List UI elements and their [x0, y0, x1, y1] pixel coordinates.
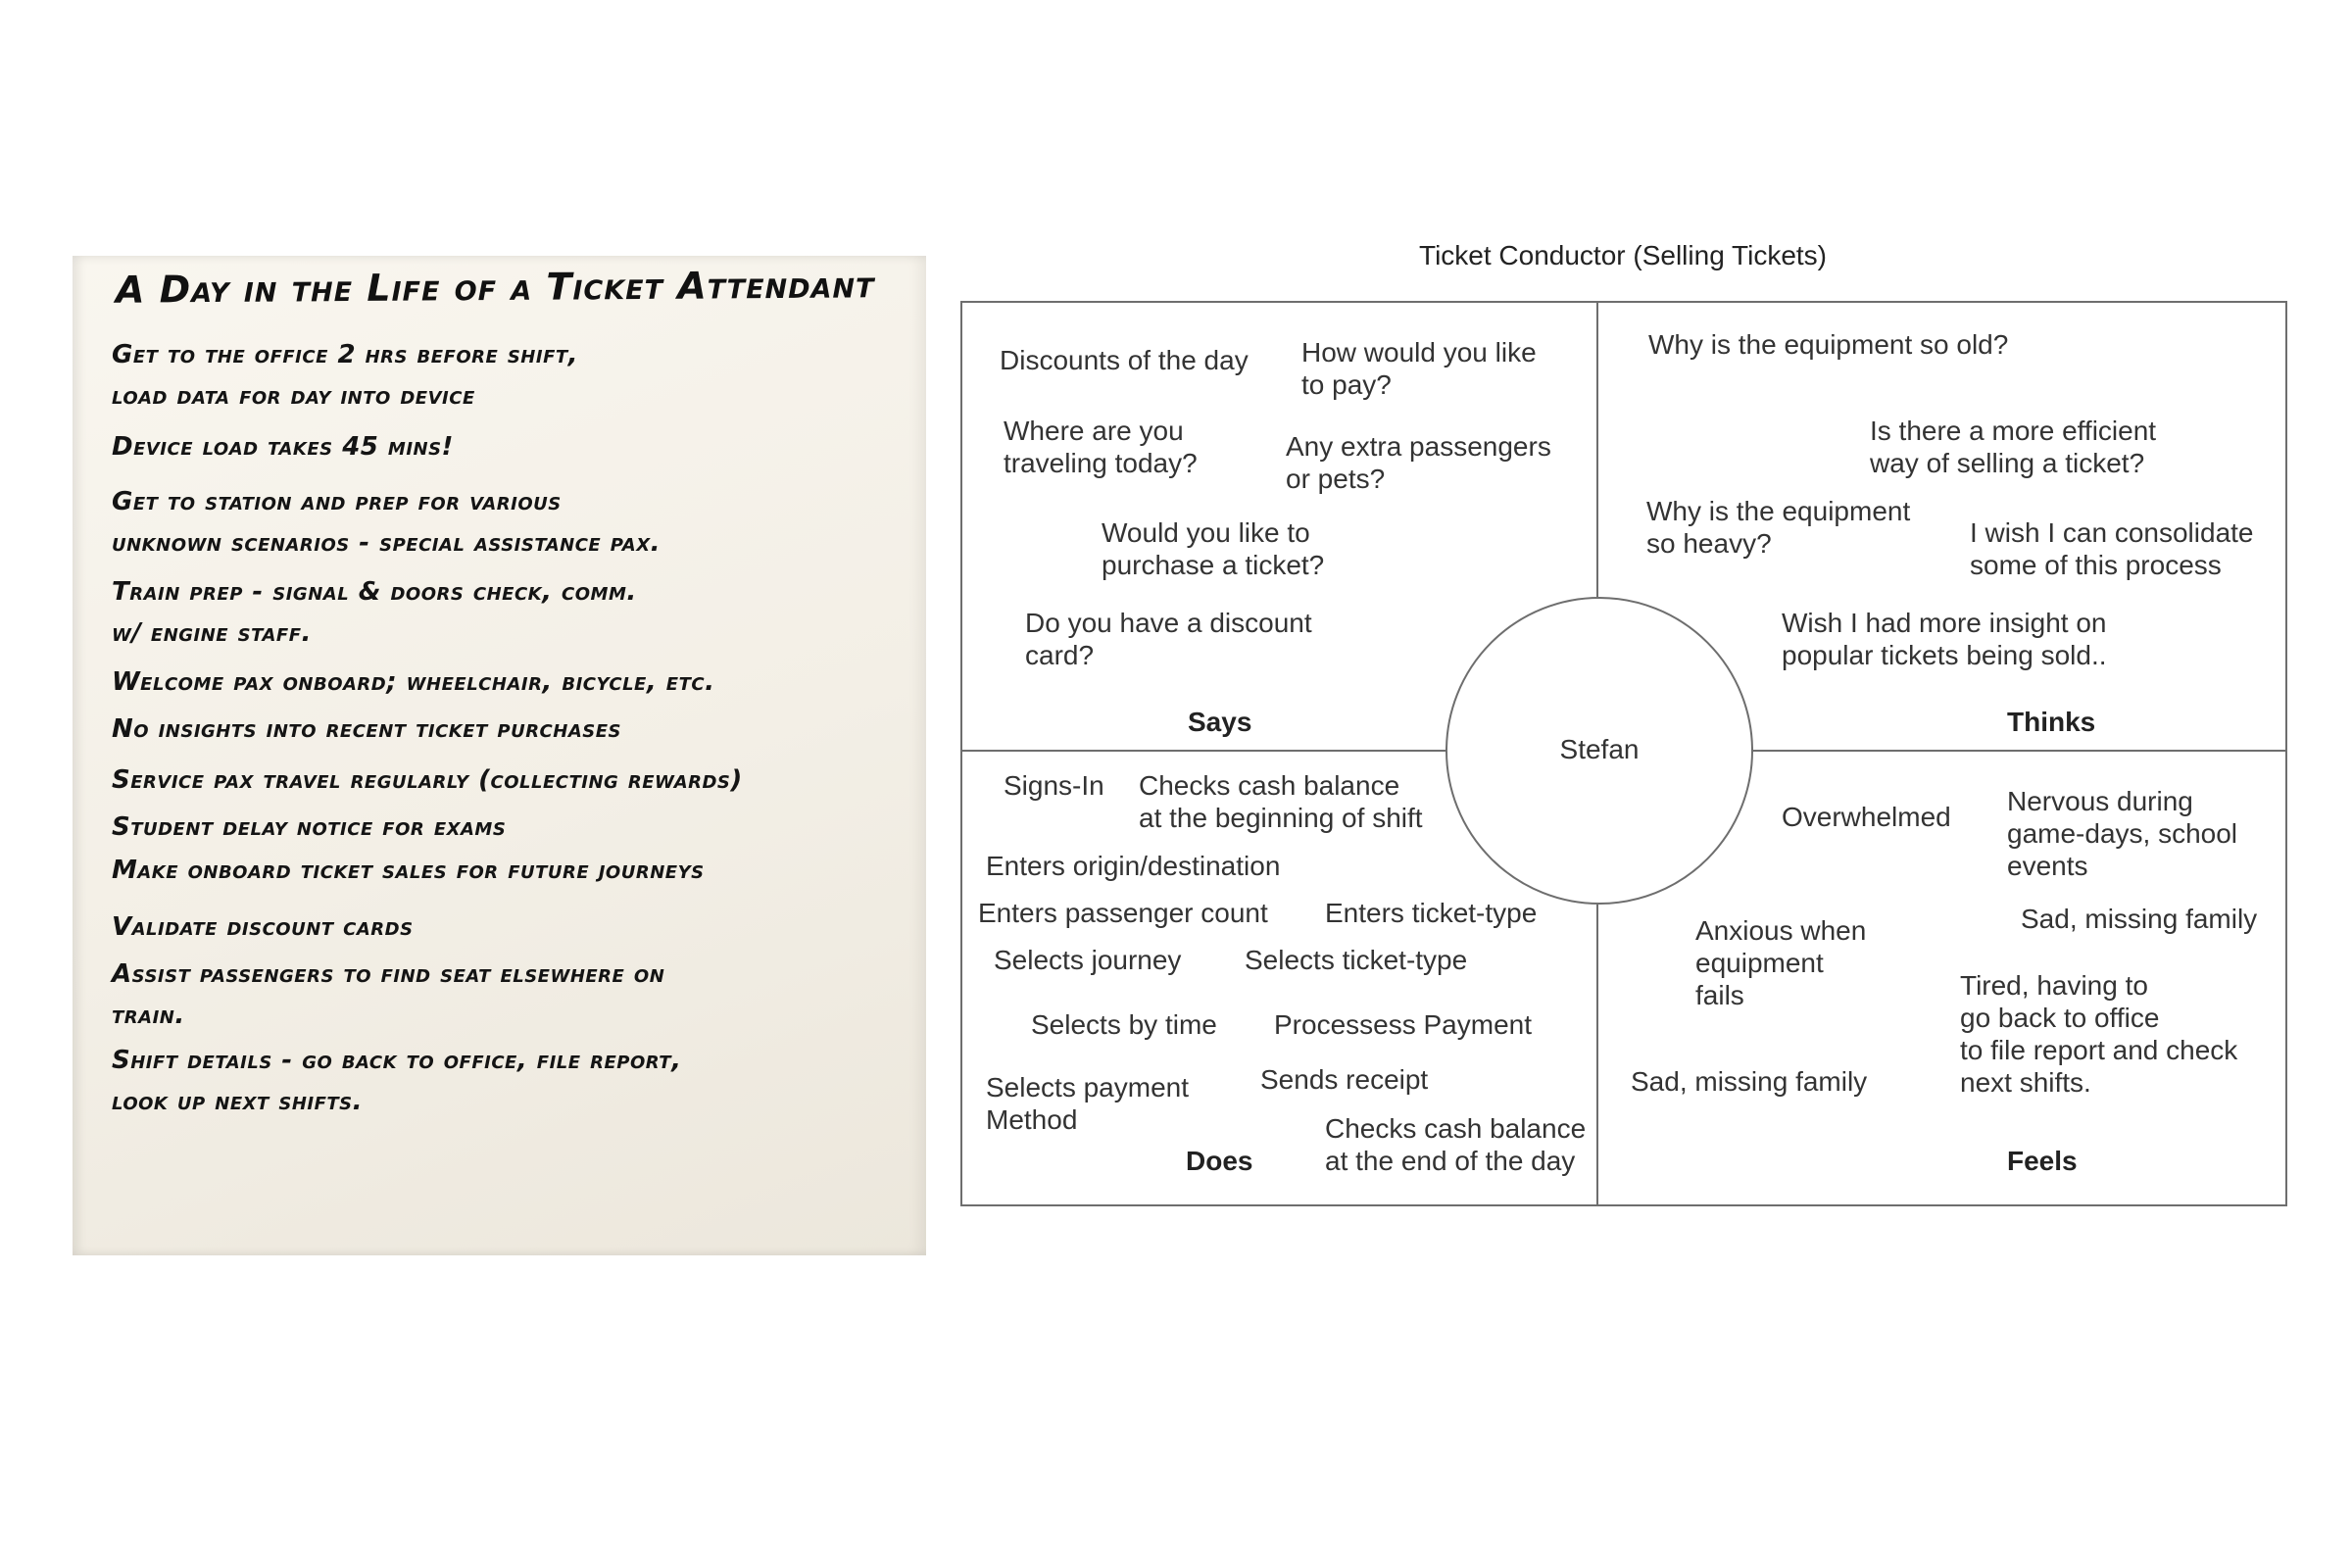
feels-note: Overwhelmed — [1782, 802, 1951, 832]
thinks-label: Thinks — [2007, 707, 2096, 737]
thinks-note: I wish I can consolidate some of this pr… — [1970, 517, 2254, 580]
says-note: Where are you traveling today? — [1004, 416, 1198, 478]
note-line: Validate discount cards — [112, 912, 414, 942]
notes-title: A Day in the Life of a Ticket Attendant — [115, 263, 875, 312]
says-note: Do you have a discount card? — [1025, 608, 1312, 670]
does-note: Signs-In — [1004, 770, 1104, 801]
feels-label: Feels — [2007, 1146, 2078, 1176]
persona-circle: Stefan — [1446, 597, 1753, 905]
feels-note: Sad, missing family — [1631, 1066, 1868, 1097]
does-note: Enters origin/destination — [986, 851, 1281, 881]
thinks-note: Is there a more efficient way of selling… — [1870, 416, 2157, 478]
says-note: Any extra passengers or pets? — [1286, 431, 1551, 494]
quadrant-divider-lines — [960, 301, 2285, 1204]
feels-note: Sad, missing family — [2021, 904, 2258, 934]
says-note: Would you like to purchase a ticket? — [1102, 517, 1325, 580]
note-line: Service pax travel regularly (collecting… — [112, 765, 743, 795]
does-note: Processess Payment — [1274, 1009, 1532, 1040]
says-note: How would you like to pay? — [1301, 337, 1537, 400]
empathy-map: Ticket Conductor (Selling Tickets) Stefa… — [960, 240, 2287, 1206]
feels-note: Anxious when equipment fails — [1695, 915, 1867, 1010]
does-label: Does — [1186, 1146, 1253, 1176]
does-note: Selects ticket-type — [1245, 945, 1468, 975]
does-note: Sends receipt — [1260, 1064, 1429, 1095]
does-note: Selects payment Method — [986, 1072, 1189, 1135]
note-line: Student delay notice for exams — [112, 812, 507, 842]
does-note: Enters ticket-type — [1325, 898, 1538, 928]
does-note: Selects journey — [994, 945, 1182, 975]
note-line: Assist passengers to find seat elsewhere… — [112, 959, 665, 1030]
thinks-note: Wish I had more insight on popular ticke… — [1782, 608, 2107, 670]
note-line: Train prep - signal & doors check, comm.… — [112, 577, 637, 648]
empathy-map-frame — [960, 301, 2287, 1206]
feels-note: Tired, having to go back to office to fi… — [1960, 970, 2238, 1098]
thinks-note: Why is the equipment so old? — [1648, 329, 2009, 360]
does-note: Checks cash balance at the end of the da… — [1325, 1113, 1587, 1176]
handwritten-notes-photo: A Day in the Life of a Ticket Attendant … — [73, 256, 926, 1255]
does-note: Enters passenger count — [978, 898, 1268, 928]
says-label: Says — [1188, 707, 1252, 737]
says-note: Discounts of the day — [1000, 345, 1249, 375]
feels-note: Nervous during game-days, school events — [2007, 786, 2238, 881]
does-note: Checks cash balance at the beginning of … — [1139, 770, 1423, 833]
thinks-note: Why is the equipment so heavy? — [1646, 496, 1911, 559]
note-line: Device load takes 45 mins! — [112, 432, 454, 462]
empathy-map-title: Ticket Conductor (Selling Tickets) — [1419, 240, 1827, 270]
does-note: Selects by time — [1031, 1009, 1217, 1040]
note-line: Welcome pax onboard; wheelchair, bicycle… — [112, 667, 715, 697]
note-line: Make onboard ticket sales for future jou… — [112, 856, 705, 885]
note-line: Get to the office 2 hrs before shift, lo… — [112, 340, 579, 411]
note-line: Shift details - go back to office, file … — [112, 1046, 682, 1116]
persona-name: Stefan — [1559, 734, 1640, 764]
note-line: Get to station and prep for various unkn… — [112, 487, 661, 558]
note-line: No insights into recent ticket purchases — [112, 714, 621, 744]
